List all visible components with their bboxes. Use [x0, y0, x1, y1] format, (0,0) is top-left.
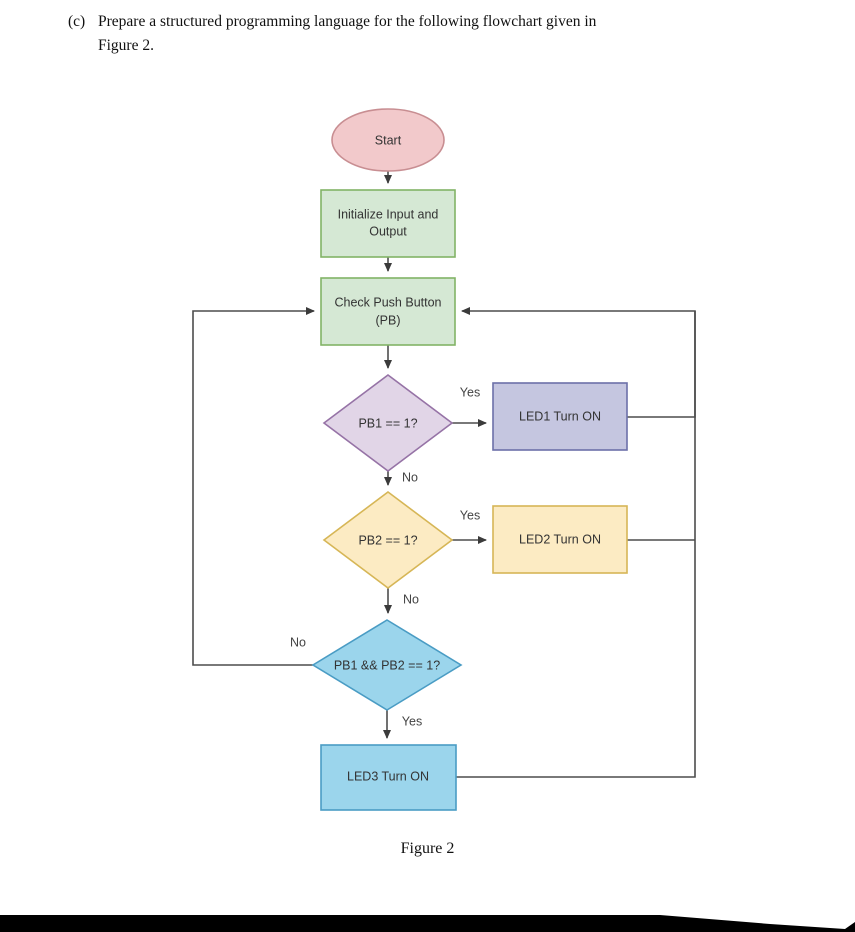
node-start: Start [331, 108, 445, 172]
node-led1: LED1 Turn ON [492, 382, 628, 451]
edge-labels: Yes No Yes No No Yes [290, 385, 480, 728]
initialize-shape [320, 189, 456, 258]
scan-edge-fill [0, 915, 855, 932]
led3-shape [320, 744, 457, 811]
node-led2: LED2 Turn ON [492, 505, 628, 574]
question-text: (c) Prepare a structured programming lan… [68, 10, 790, 58]
decision-pb1-shape [322, 374, 454, 472]
edge-label-no-pb1pb2: No [290, 635, 306, 649]
led3-label: LED3 Turn ON [347, 769, 429, 783]
edge-label-no-pb1: No [402, 470, 418, 484]
start-shape [331, 108, 445, 172]
led1-shape [492, 382, 628, 451]
decision-pb1-and-pb2-shape [311, 619, 463, 711]
check-push-button-label-line2: (PB) [376, 313, 401, 327]
question-line-1: Prepare a structured programming languag… [98, 13, 597, 30]
scan-edge-shape [0, 915, 855, 932]
edge-pb1pb2-no-to-check [192, 307, 315, 666]
question-line-2: Figure 2. [98, 37, 154, 55]
flow-edges [192, 171, 696, 778]
initialize-label-line2: Output [369, 224, 407, 238]
edge-label-yes-pb1pb2: Yes [402, 714, 422, 728]
edge-label-yes-pb1: Yes [460, 385, 480, 399]
scan-edge [0, 908, 855, 932]
question-label: (c) [68, 13, 86, 30]
node-decision-pb1-and-pb2: PB1 && PB2 == 1? [311, 619, 463, 711]
decision-pb1-label: PB1 == 1? [358, 416, 417, 430]
check-push-button-label-line1: Check Push Button [334, 295, 441, 309]
decision-pb2-shape [322, 491, 454, 589]
node-decision-pb1: PB1 == 1? [322, 374, 454, 472]
decision-pb1-and-pb2-label: PB1 && PB2 == 1? [334, 658, 440, 672]
initialize-label-line1: Initialize Input and [338, 207, 439, 221]
question-body: Prepare a structured programming languag… [98, 10, 790, 58]
decision-pb2-label: PB2 == 1? [358, 533, 417, 547]
check-push-button-shape [320, 277, 456, 346]
edge-label-no-pb2: No [403, 592, 419, 606]
edge-led3-to-check [456, 311, 696, 778]
flowchart-diagram: Start Initialize Input and Output Check … [192, 108, 696, 811]
start-label: Start [375, 133, 402, 147]
led2-label: LED2 Turn ON [519, 532, 601, 546]
figure-caption: Figure 2 [400, 840, 455, 857]
led2-shape [492, 505, 628, 574]
node-check-push-button: Check Push Button (PB) [320, 277, 456, 346]
edge-label-yes-pb2: Yes [460, 508, 480, 522]
node-led3: LED3 Turn ON [320, 744, 457, 811]
node-initialize: Initialize Input and Output [320, 189, 456, 258]
led1-label: LED1 Turn ON [519, 409, 601, 423]
node-decision-pb2: PB2 == 1? [322, 491, 454, 589]
